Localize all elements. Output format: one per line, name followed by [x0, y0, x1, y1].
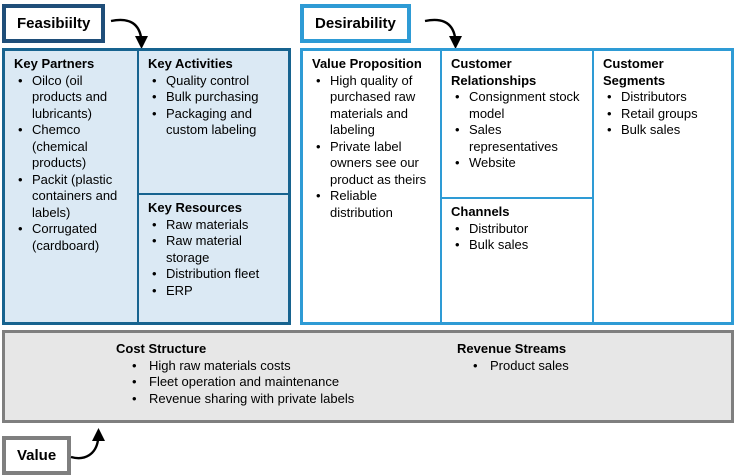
desirability-block: Value Proposition High quality of purcha…	[300, 48, 734, 325]
revenue-streams-title: Revenue Streams	[457, 341, 567, 356]
feasibility-arrow-icon	[110, 18, 148, 49]
right-block-horizontal-divider	[442, 197, 592, 199]
list-item: Distributor	[451, 221, 587, 238]
cost-structure-section: Cost Structure High raw materials costsF…	[107, 336, 437, 411]
list-item: Bulk sales	[451, 237, 587, 254]
value-tag: Value	[2, 436, 72, 475]
list-item: ERP	[148, 283, 283, 300]
list-item: Private label owners see our product as …	[312, 139, 435, 189]
list-item: Bulk purchasing	[148, 89, 283, 106]
list-item: Retail groups	[603, 106, 726, 123]
list-item: Corrugated (cardboard)	[14, 221, 132, 254]
list-item: Distribution fleet	[148, 266, 283, 283]
list-item: High raw materials costs	[116, 358, 432, 375]
key-resources-section: Key Resources Raw materialsRaw material …	[139, 195, 288, 322]
key-activities-title: Key Activities	[148, 56, 233, 71]
list-item: Product sales	[457, 358, 723, 375]
list-item: Reliable distribution	[312, 188, 435, 221]
key-partners-list: Oilco (oil products and lubricants)Chemc…	[14, 73, 132, 255]
customer-relationships-title: Customer Relationships	[451, 56, 537, 88]
key-partners-title: Key Partners	[14, 56, 95, 71]
channels-list: DistributorBulk sales	[451, 221, 587, 254]
cost-structure-list: High raw materials costsFleet operation …	[116, 358, 432, 408]
key-activities-section: Key Activities Quality controlBulk purch…	[139, 51, 288, 193]
channels-section: Channels DistributorBulk sales	[442, 199, 592, 322]
left-block-vertical-divider	[137, 51, 139, 322]
list-item: Raw material storage	[148, 233, 283, 266]
feasibility-block: Key Partners Oilco (oil products and lub…	[2, 48, 291, 325]
revenue-streams-list: Product sales	[457, 358, 723, 375]
value-proposition-title: Value Proposition	[312, 56, 422, 71]
list-item: Fleet operation and maintenance	[116, 374, 432, 391]
desirability-arrow-icon	[424, 18, 462, 49]
right-block-divider-1	[440, 51, 442, 322]
feasibility-tag: Feasibiilty	[2, 4, 106, 43]
list-item: Bulk sales	[603, 122, 726, 139]
list-item: Distributors	[603, 89, 726, 106]
key-resources-list: Raw materialsRaw material storageDistrib…	[148, 217, 283, 300]
list-item: Consignment stock model	[451, 89, 587, 122]
list-item: Sales representatives	[451, 122, 587, 155]
desirability-tag: Desirability	[300, 4, 411, 43]
customer-segments-section: Customer Segments DistributorsRetail gro…	[594, 51, 731, 322]
value-arrow-icon	[70, 428, 105, 460]
list-item: Chemco (chemical products)	[14, 122, 132, 172]
cost-structure-title: Cost Structure	[116, 341, 207, 356]
list-item: Revenue sharing with private labels	[116, 391, 432, 408]
list-item: High quality of purchased raw materials …	[312, 73, 435, 139]
list-item: Packaging and custom labeling	[148, 106, 283, 139]
revenue-streams-section: Revenue Streams Product sales	[448, 336, 728, 378]
right-block-divider-2	[592, 51, 594, 322]
key-activities-list: Quality controlBulk purchasingPackaging …	[148, 73, 283, 139]
channels-title: Channels	[451, 204, 510, 219]
list-item: Packit (plastic containers and labels)	[14, 172, 132, 222]
customer-relationships-section: Customer Relationships Consignment stock…	[442, 51, 592, 197]
customer-segments-list: DistributorsRetail groupsBulk sales	[603, 89, 726, 139]
customer-relationships-list: Consignment stock modelSales representat…	[451, 89, 587, 172]
left-block-horizontal-divider	[139, 193, 288, 195]
value-block: Cost Structure High raw materials costsF…	[2, 330, 734, 423]
key-partners-section: Key Partners Oilco (oil products and lub…	[5, 51, 137, 322]
value-proposition-list: High quality of purchased raw materials …	[312, 73, 435, 222]
key-resources-title: Key Resources	[148, 200, 242, 215]
customer-segments-title: Customer Segments	[603, 56, 666, 88]
list-item: Raw materials	[148, 217, 283, 234]
value-proposition-section: Value Proposition High quality of purcha…	[303, 51, 440, 322]
list-item: Oilco (oil products and lubricants)	[14, 73, 132, 123]
list-item: Quality control	[148, 73, 283, 90]
list-item: Website	[451, 155, 587, 172]
